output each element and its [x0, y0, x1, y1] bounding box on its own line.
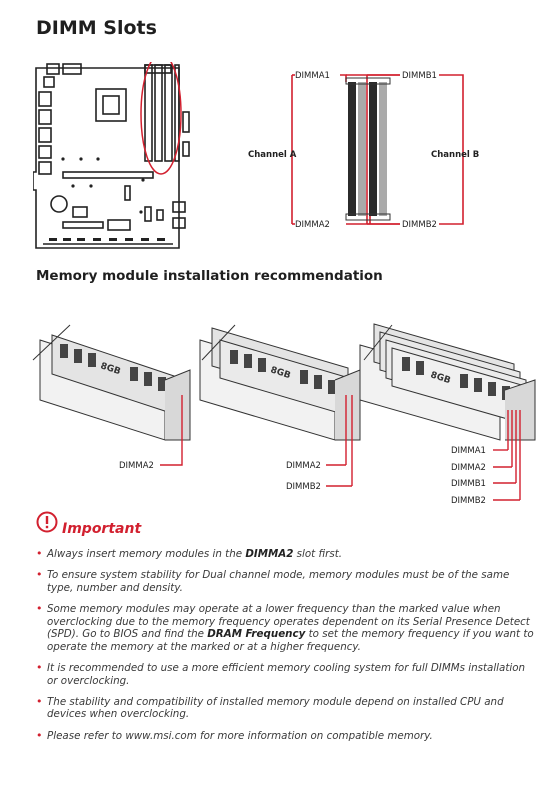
note-item: Please refer to www.msi.com for more inf…: [36, 730, 536, 743]
config-four-modules: 8GB DIMMA1 DIMMA2 DIMMB1 DIMMB2: [359, 323, 536, 506]
slot-label-dimma1: DIMMA1: [295, 71, 330, 81]
note-item: The stability and compatibility of insta…: [36, 696, 536, 721]
installation-configurations: 8GB DIMMA2 8GB DIMMA2 DIMMB2: [32, 323, 536, 506]
config3-label-dimma1: DIMMA1: [451, 446, 486, 456]
config2-label-dimma2: DIMMA2: [286, 461, 321, 471]
note-item: Some memory modules may operate at a low…: [36, 603, 536, 653]
note-item: To ensure system stability for Dual chan…: [36, 569, 536, 594]
channel-b-label: Channel B: [431, 150, 479, 160]
config3-label-dimma2: DIMMA2: [451, 463, 486, 473]
warning-icon: [36, 511, 58, 533]
slot-label-dimmb1: DIMMB1: [402, 71, 437, 81]
important-notes-list: Always insert memory modules in the DIMM…: [36, 548, 536, 751]
note-item: Always insert memory modules in the DIMM…: [36, 548, 536, 561]
important-title: Important: [62, 521, 142, 537]
channel-a-label: Channel A: [248, 150, 297, 160]
config2-label-dimmb2: DIMMB2: [286, 482, 321, 492]
motherboard-diagram: [33, 62, 190, 249]
dimm-highlight-ellipse: [140, 62, 182, 175]
config3-label-dimmb1: DIMMB1: [451, 479, 486, 489]
slot-label-dimma2: DIMMA2: [295, 220, 330, 230]
config-two-modules: 8GB DIMMA2 DIMMB2: [199, 324, 361, 492]
config3-label-dimmb2: DIMMB2: [451, 496, 486, 506]
channel-diagram: DIMMA1 DIMMB1 DIMMA2 DIMMB2 Channel A Ch…: [248, 71, 479, 230]
note-item: It is recommended to use a more efficien…: [36, 662, 536, 687]
config-one-module: 8GB DIMMA2: [32, 324, 191, 471]
recommendation-heading: Memory module installation recommendatio…: [36, 268, 383, 284]
config1-label-dimma2: DIMMA2: [119, 461, 154, 471]
slot-label-dimmb2: DIMMB2: [402, 220, 437, 230]
page-title: DIMM Slots: [36, 17, 157, 39]
